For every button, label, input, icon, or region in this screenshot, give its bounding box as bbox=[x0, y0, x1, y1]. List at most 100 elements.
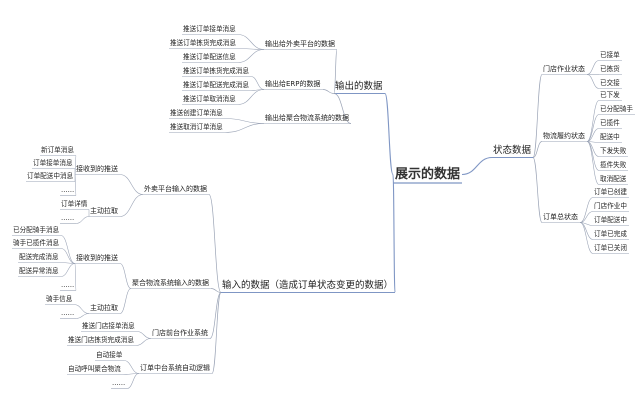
input-topic: 输入的数据（造成订单状态变更的数据） bbox=[222, 280, 394, 291]
output-item: 推送订单拣货完成消息 bbox=[170, 39, 236, 47]
status-item: 配送中 bbox=[600, 133, 620, 141]
connector-line bbox=[579, 197, 594, 223]
connector-line bbox=[586, 74, 600, 89]
connector-line bbox=[224, 118, 265, 124]
input-item: 推送门店拣货完成消息 bbox=[68, 336, 134, 344]
input-item: 新订单消息 bbox=[41, 146, 74, 154]
connector-line bbox=[333, 93, 352, 124]
status-item: 已分配骑手 bbox=[600, 105, 633, 113]
connector-line bbox=[532, 141, 543, 158]
connector-line bbox=[586, 114, 600, 142]
status-item: 订单已关闭 bbox=[594, 244, 627, 252]
input-sub-pull: 主动拉取 bbox=[90, 304, 118, 312]
connector-line bbox=[333, 49, 338, 94]
connector-line bbox=[211, 292, 222, 374]
output-group-logistics: 输出给聚合物流系统的数据 bbox=[265, 114, 349, 122]
input-group-auto: 订单中台系统自动逻辑 bbox=[140, 364, 210, 372]
connector-line bbox=[136, 331, 152, 339]
output-item: 推送订单拣货完成消息 bbox=[183, 67, 249, 75]
output-group-erp: 输出给ERP的数据 bbox=[265, 80, 321, 88]
status-item: 已接单 bbox=[600, 51, 620, 59]
connector-line bbox=[119, 194, 144, 217]
root-topic: 展示的数据 bbox=[395, 167, 461, 182]
input-group-store: 门店前台作业系统 bbox=[152, 329, 208, 337]
input-item: 配送完成消息 bbox=[19, 253, 59, 261]
status-item: 门店作业中 bbox=[594, 202, 627, 210]
input-item: …… bbox=[61, 186, 75, 194]
input-item: 订单接单消息 bbox=[33, 159, 73, 167]
output-item: 推送订单配送完成消息 bbox=[183, 81, 249, 89]
connector-line bbox=[532, 157, 543, 223]
output-item: 推送订单取消消息 bbox=[183, 95, 236, 103]
connector-line bbox=[392, 173, 396, 294]
connector-line bbox=[461, 156, 493, 176]
input-item: …… bbox=[61, 281, 75, 289]
connector-line bbox=[73, 304, 90, 314]
connector-line bbox=[384, 92, 394, 176]
status-item: 揽件失败 bbox=[600, 161, 627, 169]
connector-line bbox=[322, 89, 335, 94]
output-item: 推送取消订单消息 bbox=[170, 123, 223, 131]
connector-line bbox=[60, 262, 76, 264]
connector-line bbox=[579, 222, 594, 254]
connector-line bbox=[586, 141, 600, 143]
output-item: 推送订单接单消息 bbox=[183, 25, 236, 33]
status-group-order: 订单总状态 bbox=[543, 213, 578, 221]
connector-line bbox=[74, 263, 77, 291]
input-sub-pull: 主动拉取 bbox=[90, 207, 118, 215]
connector-line bbox=[237, 34, 265, 50]
connector-line bbox=[123, 360, 140, 374]
input-group-platform: 外卖平台输入的数据 bbox=[144, 185, 207, 193]
output-topic: 输出的数据 bbox=[335, 81, 383, 92]
status-item: 下发失败 bbox=[600, 147, 627, 155]
input-item: …… bbox=[112, 379, 126, 387]
input-item: …… bbox=[61, 214, 75, 222]
status-group-store: 门店作业状态 bbox=[543, 65, 585, 73]
status-item: 已拣货 bbox=[600, 65, 620, 73]
input-item: 已分配骑手消息 bbox=[13, 226, 60, 234]
status-item: 订单配送中 bbox=[594, 216, 627, 224]
status-item: 订单已完成 bbox=[594, 230, 627, 238]
status-item: 已揽件 bbox=[600, 119, 620, 127]
input-sub-push: 接收到的推送 bbox=[76, 254, 118, 262]
connector-line bbox=[119, 174, 144, 195]
connector-line bbox=[237, 89, 265, 105]
output-item: 推送创建订单消息 bbox=[170, 109, 223, 117]
connector-line bbox=[75, 313, 90, 319]
connector-line bbox=[586, 100, 600, 142]
input-item: 推送门店接单消息 bbox=[82, 322, 135, 330]
connector-line bbox=[209, 292, 222, 339]
connector-line bbox=[119, 263, 132, 289]
connector-line bbox=[135, 338, 152, 346]
status-item: 已交接 bbox=[600, 79, 620, 87]
connector-line bbox=[126, 373, 140, 389]
connector-line bbox=[586, 128, 600, 142]
connector-line bbox=[74, 174, 77, 196]
connector-line bbox=[119, 288, 132, 314]
connector-line bbox=[579, 211, 594, 223]
connector-line bbox=[60, 235, 76, 264]
connector-line bbox=[60, 248, 76, 264]
status-item: 取消配送 bbox=[600, 175, 627, 183]
connector-line bbox=[208, 194, 222, 293]
input-item: 订单详情 bbox=[61, 200, 88, 208]
input-item: 自动呼叫聚合物流 bbox=[68, 365, 121, 373]
input-item: 骑手信息 bbox=[46, 295, 73, 303]
connector-line bbox=[532, 74, 543, 158]
status-topic: 状态数据 bbox=[493, 145, 532, 156]
input-item: 配送异常消息 bbox=[19, 267, 59, 275]
output-group-platform: 输出给外卖平台的数据 bbox=[265, 40, 335, 48]
connector-line bbox=[224, 123, 265, 133]
connector-line bbox=[250, 76, 265, 90]
input-item: 自动接单 bbox=[96, 351, 123, 359]
connector-line bbox=[75, 216, 90, 224]
status-group-logistics: 物流履约状态 bbox=[543, 132, 585, 140]
input-item: 骑手已揽件消息 bbox=[13, 239, 60, 247]
connector-line bbox=[237, 49, 265, 63]
connector-line bbox=[586, 60, 600, 75]
connector-line bbox=[60, 263, 76, 277]
input-item: 订单配送中消息 bbox=[27, 172, 74, 180]
input-sub-push: 接收到的推送 bbox=[76, 165, 118, 173]
